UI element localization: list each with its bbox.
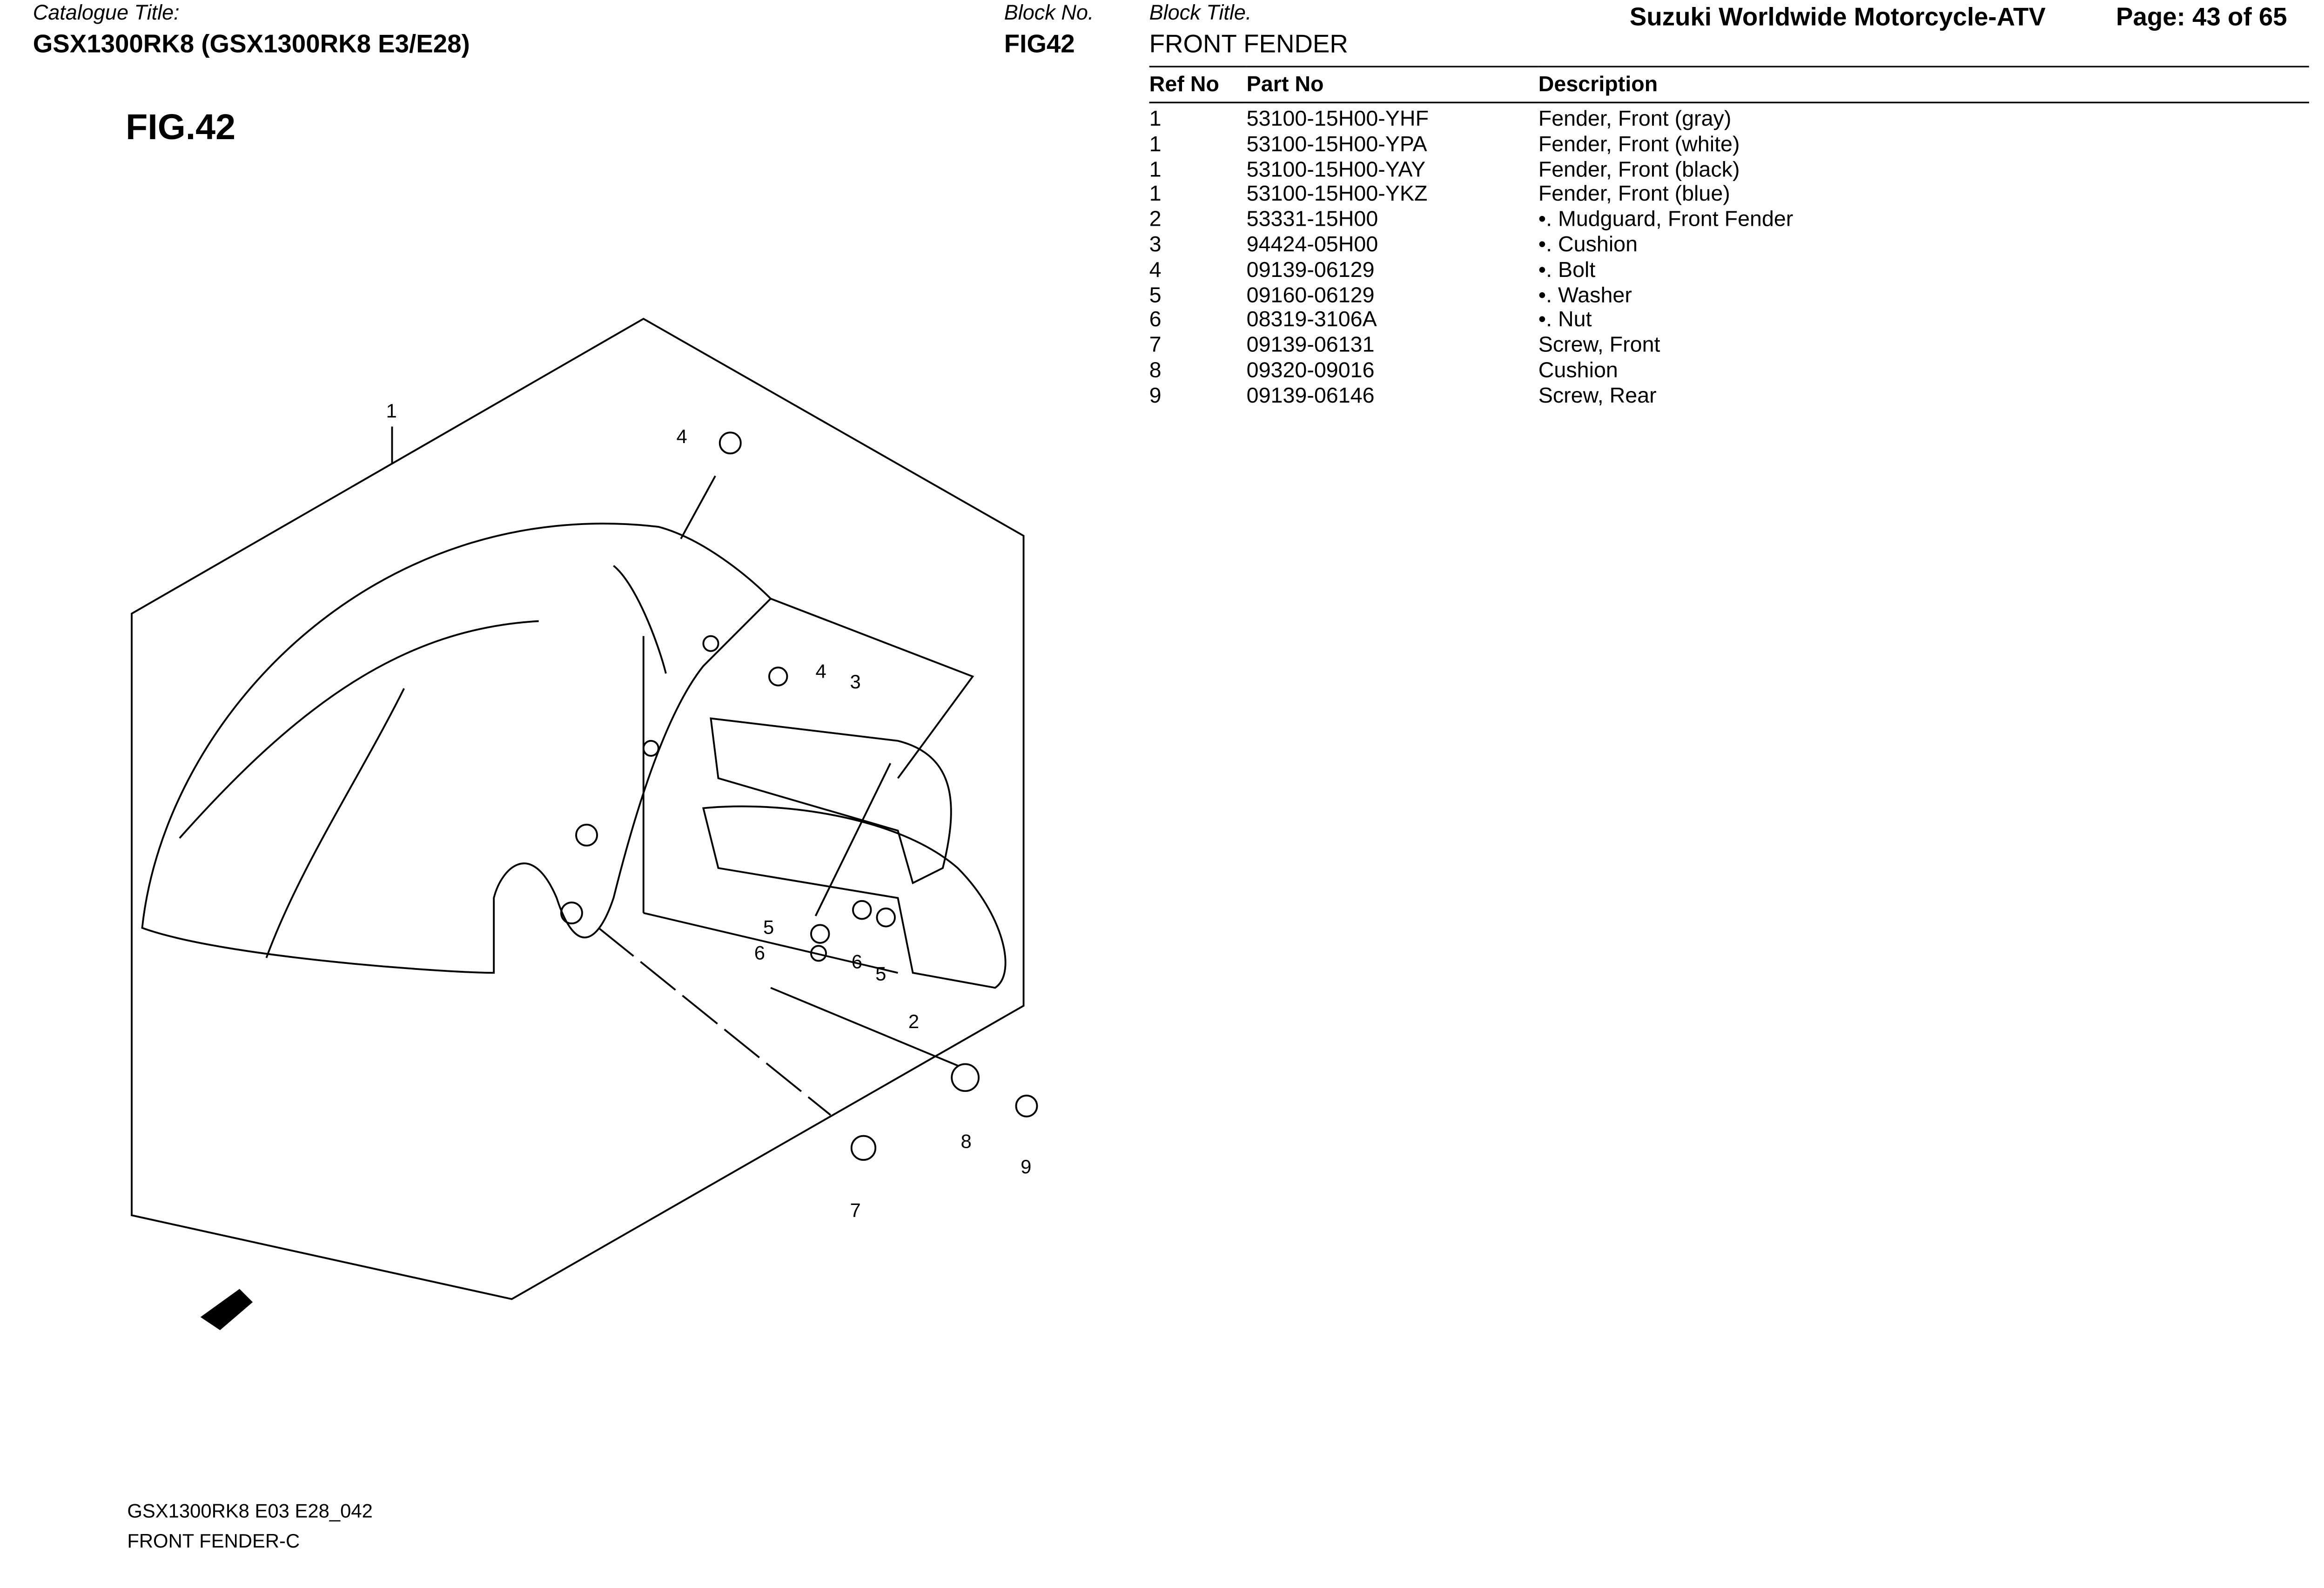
page-indicator: Page: 43 of 65	[2116, 3, 2287, 32]
description-cell: Fender, Front (black)	[1538, 158, 1740, 182]
block-no-label: Block No.	[1004, 0, 1094, 24]
col-part-no: Part No	[1246, 66, 1538, 103]
col-ref-no: Ref No	[1149, 66, 1247, 103]
ref-no-cell: 6	[1149, 309, 1162, 333]
table-row: 1 53100-15H00-YHF Fender, Front (gray)	[1149, 102, 2309, 133]
table-row: 6 08319-3106A •. Nut	[1149, 309, 2309, 334]
description-cell: Fender, Front (blue)	[1538, 183, 1730, 208]
callout-6b: 6	[852, 951, 862, 973]
description-cell: Fender, Front (gray)	[1538, 108, 1732, 132]
ref-no-cell: 1	[1149, 108, 1162, 132]
figure-title: FIG.42	[126, 108, 236, 148]
callout-5b: 5	[875, 962, 886, 984]
description-cell: •. Cushion	[1538, 233, 1638, 258]
callout-7: 7	[850, 1199, 861, 1221]
mudguard	[702, 717, 1007, 989]
catalogue-title-label: Catalogue Title:	[33, 0, 180, 24]
ref-no-cell: 1	[1149, 183, 1162, 208]
callout-1: 1	[386, 400, 397, 422]
callout-4b: 4	[816, 660, 826, 682]
part-no-cell: 09139-06146	[1246, 384, 1375, 409]
part-no-cell: 53331-15H00	[1246, 208, 1378, 233]
table-row: 3 94424-05H00 •. Cushion	[1149, 234, 2309, 259]
table-header-row: Ref No Part No Description	[1149, 66, 2309, 103]
callout-2: 2	[908, 1010, 919, 1032]
part-no-cell: 53100-15H00-YHF	[1246, 108, 1429, 132]
ref-no-cell: 4	[1149, 258, 1162, 283]
description-cell: •. Nut	[1538, 309, 1592, 333]
fwd-arrow-icon	[200, 1289, 253, 1330]
fender-detail	[179, 565, 667, 958]
part-no-cell: 09139-06131	[1246, 334, 1375, 358]
leader-bolt-4	[680, 475, 716, 539]
part-no-cell: 53100-15H00-YPA	[1246, 133, 1427, 157]
figure-code: GSX1300RK8 E03 E28_042	[127, 1500, 373, 1522]
part-no-cell: 94424-05H00	[1246, 233, 1378, 258]
table-row: 1 53100-15H00-YKZ Fender, Front (blue)	[1149, 183, 2309, 209]
description-cell: •. Mudguard, Front Fender	[1538, 208, 1793, 233]
description-cell: Cushion	[1538, 359, 1618, 384]
table-row: 7 09139-06131 Screw, Front	[1149, 334, 2309, 359]
ref-no-cell: 1	[1149, 158, 1162, 182]
part-no-cell: 53100-15H00-YAY	[1246, 158, 1426, 182]
ref-no-cell: 5	[1149, 283, 1162, 308]
table-row: 9 09139-06146 Screw, Rear	[1149, 384, 2309, 410]
block-title-label: Block Title.	[1149, 0, 1252, 24]
col-description: Description	[1538, 66, 2309, 103]
description-cell: Screw, Front	[1538, 334, 1660, 358]
part-no-cell: 08319-3106A	[1246, 309, 1377, 333]
diagram-boundary	[131, 317, 1025, 1300]
description-cell: •. Bolt	[1538, 258, 1596, 283]
hardware-parts	[560, 431, 1038, 1161]
ref-no-cell: 7	[1149, 334, 1162, 358]
catalogue-title-value: GSX1300RK8 (GSX1300RK8 E3/E28)	[33, 30, 470, 59]
leader-washer	[814, 763, 892, 916]
brand-title: Suzuki Worldwide Motorcycle-ATV	[1629, 3, 2046, 32]
figure-name: FRONT FENDER-C	[127, 1529, 300, 1552]
ref-no-cell: 1	[1149, 133, 1162, 157]
callout-8: 8	[960, 1130, 971, 1152]
callout-5a: 5	[763, 916, 774, 938]
table-row: 1 53100-15H00-YAY Fender, Front (black)	[1149, 158, 2309, 183]
callout-6a: 6	[754, 942, 765, 963]
description-cell: •. Washer	[1538, 283, 1632, 308]
part-no-cell: 09160-06129	[1246, 283, 1375, 308]
table-row: 8 09320-09016 Cushion	[1149, 359, 2309, 384]
parts-table: Ref No Part No Description 1 53100-15H00-…	[1149, 66, 2309, 409]
table-row: 1 53100-15H00-YPA Fender, Front (white)	[1149, 133, 2309, 158]
ref-no-cell: 2	[1149, 208, 1162, 233]
table-row: 2 53331-15H00 •. Mudguard, Front Fender	[1149, 209, 2309, 234]
leader-screw-7	[598, 927, 831, 1116]
ref-no-cell: 8	[1149, 359, 1162, 384]
block-title-value: FRONT FENDER	[1149, 30, 1348, 59]
callout-3: 3	[850, 671, 861, 693]
description-cell: Fender, Front (white)	[1538, 133, 1740, 157]
ref-no-cell: 3	[1149, 233, 1162, 258]
table-row: 4 09139-06129 •. Bolt	[1149, 259, 2309, 284]
part-no-cell: 53100-15H00-YKZ	[1246, 183, 1428, 208]
leader-cushion-8	[770, 987, 958, 1067]
block-no-value: FIG42	[1004, 30, 1075, 59]
callout-labels: 1 2 3 4 4 5 5 6 6 7 8 9	[386, 400, 1032, 1221]
part-no-cell: 09320-09016	[1246, 359, 1375, 384]
fender-body	[141, 523, 772, 974]
ref-no-cell: 9	[1149, 384, 1162, 409]
table-row: 5 09160-06129 •. Washer	[1149, 284, 2309, 309]
callout-4a: 4	[676, 425, 687, 447]
callout-9: 9	[1021, 1156, 1031, 1178]
part-no-cell: 09139-06129	[1246, 258, 1375, 283]
description-cell: Screw, Rear	[1538, 384, 1657, 409]
